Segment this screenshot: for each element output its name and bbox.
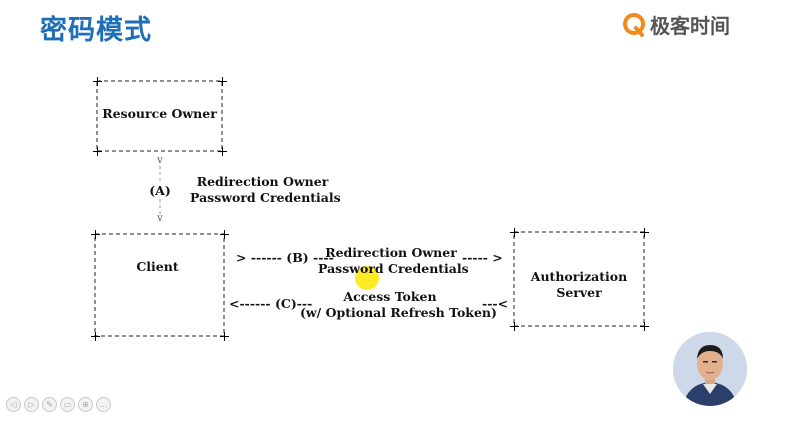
pen-icon[interactable]: ✎ [42, 397, 57, 412]
step-c-label: Access Token (w/ Optional Refresh Token) [300, 289, 497, 321]
step-c-arrow-left: <------ (C)--- [229, 296, 313, 311]
resource-owner-label: Resource Owner [102, 106, 217, 121]
corner-marker [91, 332, 100, 341]
corner-marker [640, 228, 649, 237]
geektime-logo-icon [623, 12, 645, 37]
corner-marker [218, 77, 227, 86]
brand-name: 极客时间 [650, 14, 730, 38]
corner-marker [220, 230, 229, 239]
step-b-arrow-left: > ------ (B) ---- [236, 250, 334, 265]
authorization-server-line-1: Authorization [530, 269, 628, 284]
zoom-icon[interactable]: ⊕ [78, 397, 93, 412]
pointer-highlight [355, 266, 379, 290]
corner-marker [93, 147, 102, 156]
corner-marker [640, 322, 649, 331]
step-c-arrow-right: ---< [482, 296, 509, 311]
brand-logo: 极客时间 [622, 10, 730, 39]
step-c-line-1: Access Token [343, 289, 437, 304]
corner-marker [510, 322, 519, 331]
step-a-marker: (A) [149, 183, 171, 198]
step-b-label: Redirection Owner Password Credentials [318, 245, 469, 277]
previous-icon[interactable]: ◁ [6, 397, 21, 412]
presenter-avatar [673, 332, 747, 406]
step-b-arrow-right: ----- > [462, 250, 503, 265]
step-b-line-1: Redirection Owner [325, 245, 457, 260]
step-a-line-1: Redirection Owner [196, 174, 329, 189]
corner-marker [91, 230, 100, 239]
next-icon[interactable]: ▷ [24, 397, 39, 412]
authorization-server-label: Authorization Server [514, 269, 644, 301]
corner-marker [93, 77, 102, 86]
player-toolbar: ◁ ▷ ✎ ▭ ⊕ … [6, 397, 111, 412]
slides-icon[interactable]: ▭ [60, 397, 75, 412]
authorization-server-line-2: Server [556, 285, 602, 300]
step-b-line-2: Password Credentials [318, 261, 469, 276]
authorization-server-box [513, 231, 645, 327]
arrow-down-bottom: v [157, 213, 163, 224]
more-icon[interactable]: … [96, 397, 111, 412]
corner-marker [510, 228, 519, 237]
presenter-portrait-icon [673, 332, 747, 406]
client-box [94, 233, 225, 337]
step-a-line-2: Password Credentials [190, 190, 341, 205]
client-label: Client [136, 259, 179, 274]
corner-marker [220, 332, 229, 341]
corner-marker [218, 147, 227, 156]
page-title: 密码模式 [40, 15, 152, 46]
arrow-down-top: v [157, 155, 163, 166]
step-c-line-2: (w/ Optional Refresh Token) [300, 305, 497, 320]
step-a-label: Redirection Owner Password Credentials [190, 174, 341, 206]
